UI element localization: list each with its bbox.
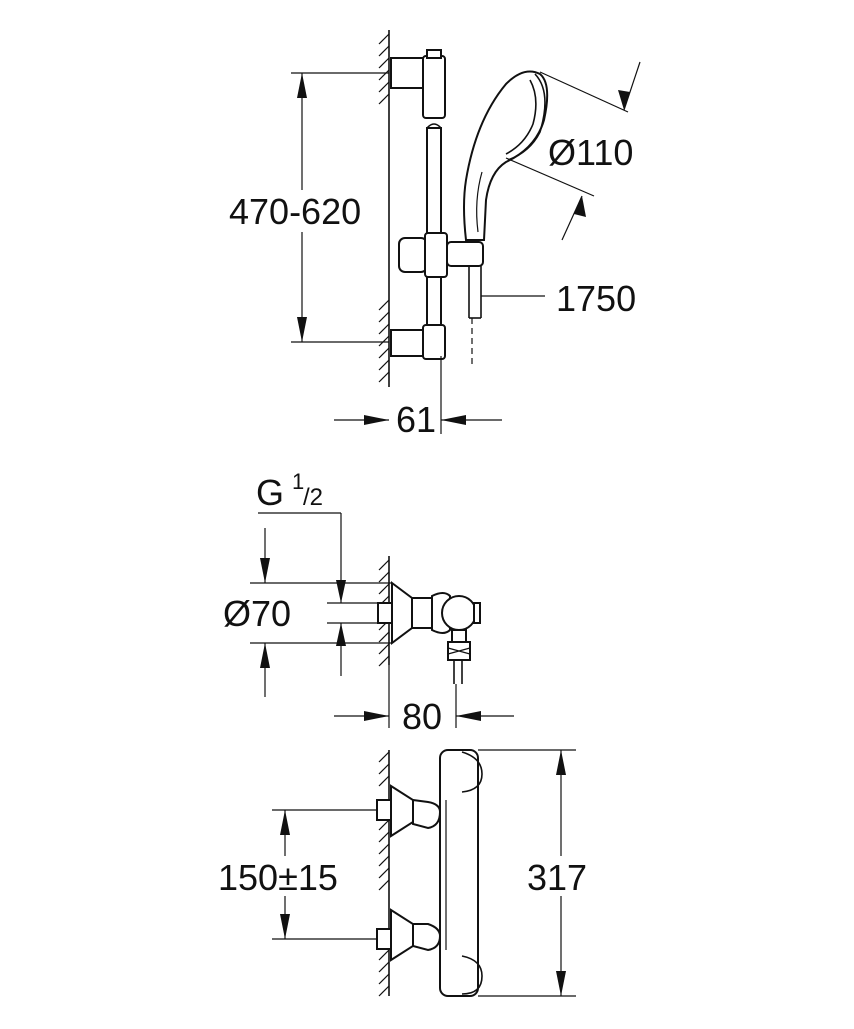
dimension-flange-diameter bbox=[250, 528, 392, 697]
thread-label-sub: /2 bbox=[303, 484, 323, 511]
projection-61-label: 61 bbox=[396, 399, 436, 440]
dimension-projection-61 bbox=[334, 356, 502, 434]
wall-hatching-bottom bbox=[378, 751, 390, 997]
dimension-thread bbox=[258, 512, 378, 676]
head-diameter-label: Ø110 bbox=[548, 132, 633, 173]
slider-holder bbox=[398, 232, 484, 278]
thermostat-body bbox=[439, 749, 483, 997]
hand-shower bbox=[463, 70, 549, 241]
thread-label-sup: 1 bbox=[292, 469, 304, 494]
thread-label-main: G bbox=[256, 472, 284, 513]
rail-bracket-top bbox=[390, 49, 446, 119]
hose-length-label: 1750 bbox=[556, 278, 636, 319]
connector-lower bbox=[376, 908, 442, 962]
height-range-label: 470-620 bbox=[229, 191, 361, 232]
height-317-label: 317 bbox=[527, 857, 587, 898]
thermostat-side-drawing: G 1 /2 Ø70 80 bbox=[223, 469, 514, 737]
shower-hose bbox=[468, 266, 482, 366]
dimension-centres bbox=[272, 809, 377, 940]
dimension-head-diameter bbox=[505, 61, 641, 241]
dimension-height-317 bbox=[478, 749, 576, 997]
flange-diameter-label: Ø70 bbox=[223, 593, 291, 634]
thermostat-connector bbox=[377, 581, 481, 684]
rail-bracket-bottom bbox=[390, 324, 446, 360]
dimension-projection-80 bbox=[334, 665, 514, 728]
centres-label: 150±15 bbox=[218, 857, 338, 898]
dimension-height-range bbox=[291, 72, 389, 343]
slide-rail bbox=[426, 123, 442, 336]
shower-set-drawing: 470-620 Ø110 1750 61 bbox=[229, 30, 641, 440]
projection-80-label: 80 bbox=[402, 696, 442, 737]
wall-hatching-top bbox=[378, 33, 390, 383]
connector-upper bbox=[376, 784, 442, 838]
thermostat-front-drawing: 150±15 317 bbox=[218, 749, 587, 997]
